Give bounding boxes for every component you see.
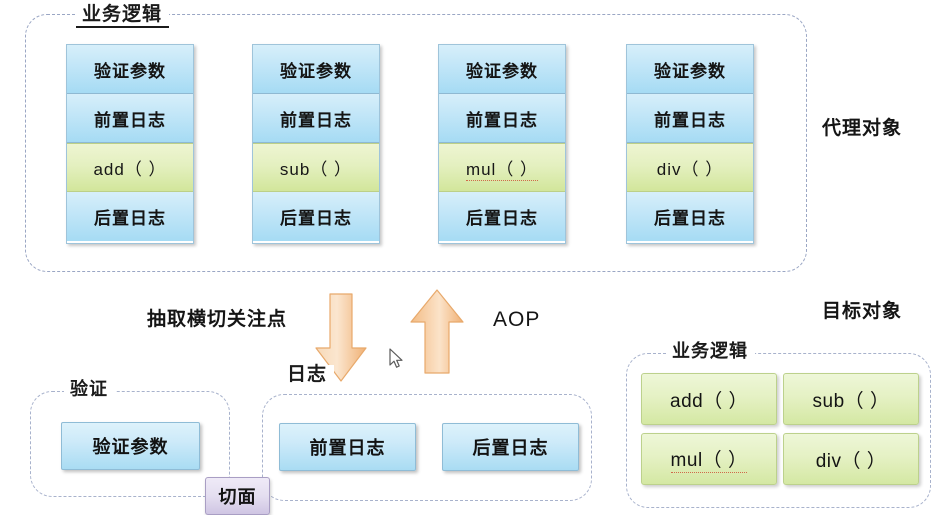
- chip-method-sub[interactable]: sub（ ）: [783, 373, 919, 425]
- chip-method-div[interactable]: div（ ）: [783, 433, 919, 485]
- cell-after-log: 后置日志: [253, 192, 379, 241]
- chip-label: add（ ）: [670, 390, 748, 412]
- cell-method-mul: mul（ ）: [439, 143, 565, 192]
- cell-after-log: 后置日志: [67, 192, 193, 241]
- cell-method-sub: sub（ ）: [253, 143, 379, 192]
- aspect-badge[interactable]: 切面: [205, 477, 270, 515]
- target-object-label: 目标对象: [822, 301, 903, 322]
- cell-before-log: 前置日志: [439, 94, 565, 143]
- target-object-group: [626, 353, 931, 508]
- cell-validate-params: 验证参数: [627, 45, 753, 94]
- proxy-group-caption: 业务逻辑: [76, 5, 170, 28]
- proxy-object-label: 代理对象: [822, 118, 903, 139]
- extract-concerns-label: 抽取横切关注点: [147, 309, 288, 330]
- aop-arrow: [410, 289, 464, 374]
- validate-group: [30, 391, 230, 497]
- aop-label: AOP: [493, 308, 541, 331]
- cell-method-div: div（ ）: [627, 143, 753, 192]
- chip-method-mul[interactable]: mul（ ）: [641, 433, 777, 485]
- chip-before-log[interactable]: 前置日志: [279, 423, 416, 471]
- chip-after-log[interactable]: 后置日志: [442, 423, 579, 471]
- cell-after-log: 后置日志: [627, 192, 753, 241]
- log-group-caption: 日志: [281, 365, 335, 384]
- target-group-caption: 业务逻辑: [666, 342, 755, 360]
- mouse-cursor-icon: [389, 348, 403, 368]
- chip-label: div（ ）: [815, 450, 887, 472]
- chip-method-add[interactable]: add（ ）: [641, 373, 777, 425]
- cell-before-log: 前置日志: [253, 94, 379, 143]
- cell-validate-params: 验证参数: [439, 45, 565, 94]
- chip-validate-params[interactable]: 验证参数: [61, 422, 200, 470]
- chip-label: mul（ ）: [670, 445, 748, 473]
- extract-cross-cutting-concerns-arrow: [315, 293, 367, 382]
- chip-label: sub（ ）: [812, 390, 890, 412]
- method-column-add[interactable]: 验证参数 前置日志 add（ ） 后置日志: [66, 44, 194, 244]
- validate-group-caption: 验证: [64, 380, 115, 398]
- cell-validate-params: 验证参数: [253, 45, 379, 94]
- cell-before-log: 前置日志: [67, 94, 193, 143]
- log-group: [262, 394, 592, 501]
- method-column-sub[interactable]: 验证参数 前置日志 sub（ ） 后置日志: [252, 44, 380, 244]
- proxy-object-group: [25, 14, 807, 272]
- cell-before-log: 前置日志: [627, 94, 753, 143]
- cell-validate-params: 验证参数: [67, 45, 193, 94]
- cell-method-add: add（ ）: [67, 143, 193, 192]
- method-column-mul[interactable]: 验证参数 前置日志 mul（ ） 后置日志: [438, 44, 566, 244]
- cell-after-log: 后置日志: [439, 192, 565, 241]
- method-column-div[interactable]: 验证参数 前置日志 div（ ） 后置日志: [626, 44, 754, 244]
